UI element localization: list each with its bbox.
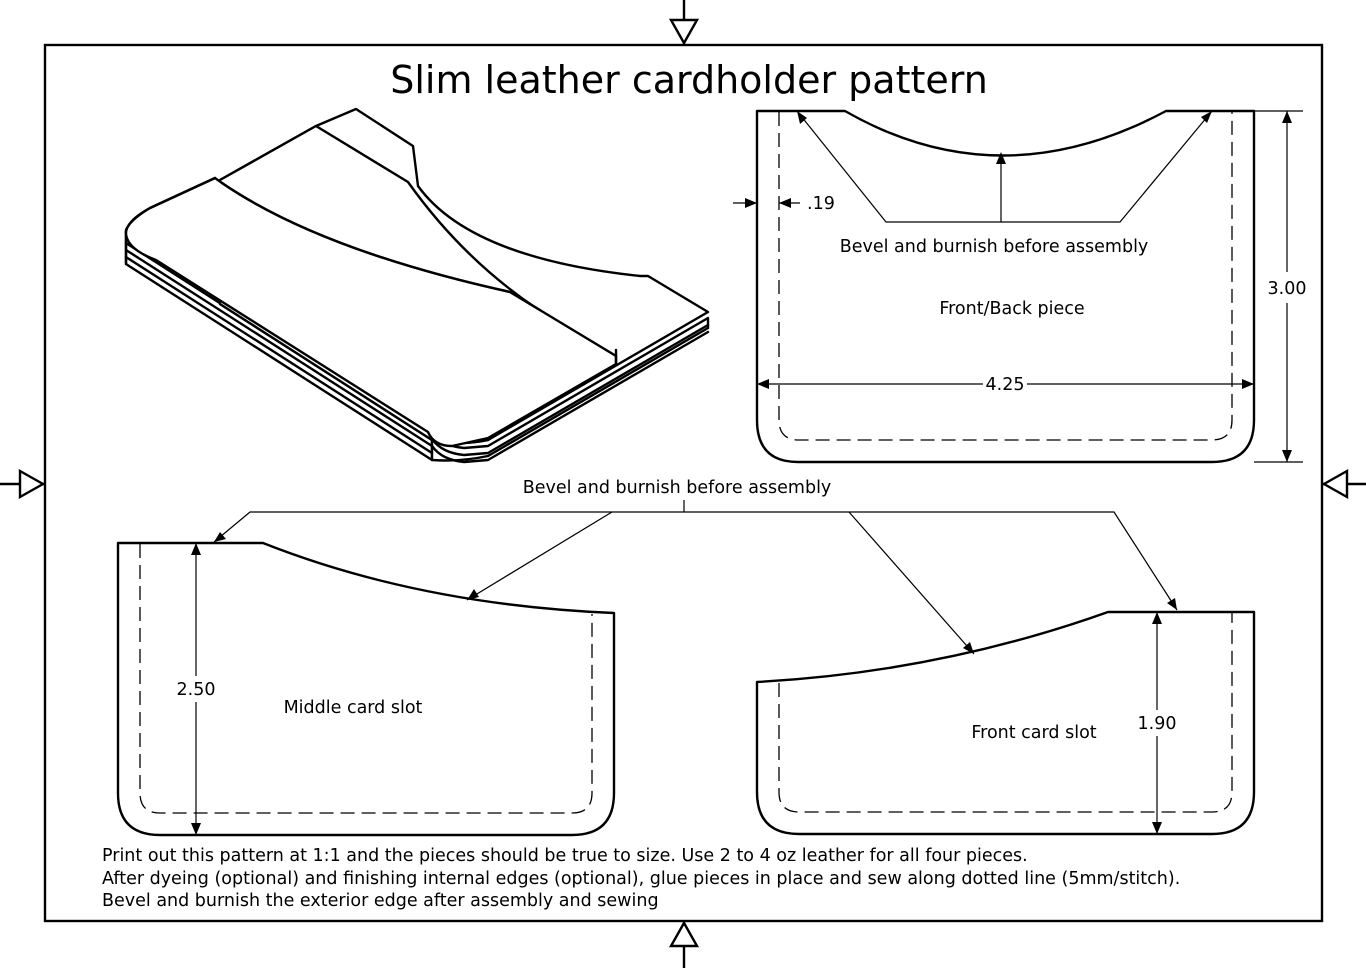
middle-card-slot-piece: 2.50 Middle card slot: [116, 541, 616, 837]
instruction-line: After dyeing (optional) and finishing in…: [102, 869, 1180, 889]
cardholder-isometric-illustration: [124, 107, 710, 464]
page-title: Slim leather cardholder pattern: [390, 58, 988, 102]
shared-bevel-leaders: Bevel and burnish before assembly: [213, 478, 1178, 655]
instruction-line: Print out this pattern at 1:1 and the pi…: [102, 846, 1028, 866]
front-card-slot-piece: 1.90 Front card slot: [755, 610, 1256, 836]
seam-allowance-value: .19: [807, 194, 835, 214]
middle-slot-label: Middle card slot: [284, 698, 423, 718]
front-back-label: Front/Back piece: [939, 299, 1084, 319]
shared-bevel-note: Bevel and burnish before assembly: [523, 478, 832, 498]
front-slot-height: 1.90: [1138, 714, 1177, 734]
instructions-block: Print out this pattern at 1:1 and the pi…: [102, 846, 1180, 911]
instruction-line: Bevel and burnish the exterior edge afte…: [102, 891, 659, 911]
front-back-height: 3.00: [1268, 279, 1307, 299]
front-back-width: 4.25: [986, 375, 1025, 395]
middle-slot-height: 2.50: [177, 680, 216, 700]
front-back-piece: Bevel and burnish before assembly Front/…: [733, 109, 1307, 464]
front-slot-label: Front card slot: [971, 723, 1096, 743]
front-back-bevel-note: Bevel and burnish before assembly: [840, 237, 1149, 257]
